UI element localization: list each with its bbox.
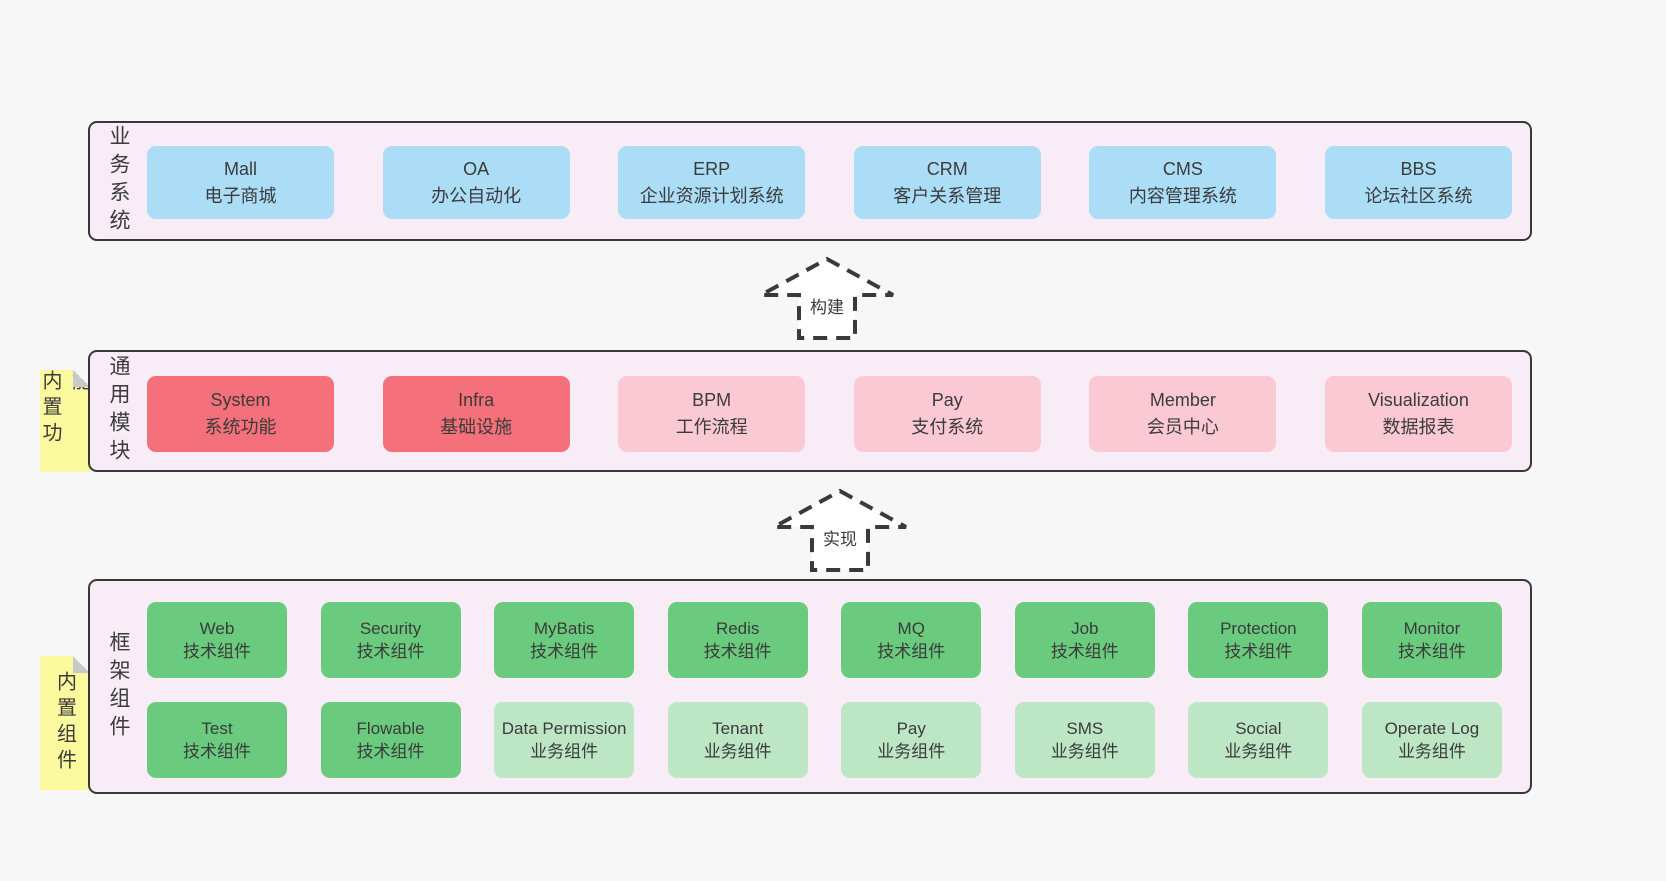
- node-system: System 系统功能: [147, 376, 334, 452]
- node-title: SMS: [1066, 719, 1104, 738]
- node-bbs: BBS 论坛社区系统: [1324, 146, 1512, 219]
- node-flowable: Flowable 技术组件: [320, 702, 461, 778]
- node-title: Pay: [931, 390, 963, 410]
- node-title: Monitor: [1403, 619, 1461, 638]
- node-title: MyBatis: [533, 619, 595, 638]
- node-subtitle: 技术组件: [703, 642, 772, 661]
- builtin-features-note-label: 内置功能: [39, 370, 90, 448]
- framework-components-panel: 框架组件 Web 技术组件 Security 技术组件 MyBatis 技术组件…: [88, 579, 1532, 794]
- node-subtitle: 企业资源计划系统: [639, 185, 784, 206]
- node-subtitle: 技术组件: [356, 642, 425, 661]
- node-subtitle: 内容管理系统: [1128, 185, 1237, 206]
- node-cms: CMS 内容管理系统: [1089, 146, 1277, 219]
- node-tenant: Tenant 业务组件: [667, 702, 808, 778]
- node-redis: Redis 技术组件: [667, 602, 808, 678]
- build-arrow-label: 构建: [807, 293, 847, 318]
- node-oa: OA 办公自动化: [382, 146, 570, 219]
- node-title: BPM: [692, 390, 732, 410]
- node-subtitle: 技术组件: [1050, 642, 1119, 661]
- node-subtitle: 客户关系管理: [893, 185, 1002, 206]
- node-title: Data Permission: [501, 719, 627, 738]
- builtin-components-note: 内置组件: [40, 656, 90, 790]
- node-subtitle: 技术组件: [356, 742, 425, 761]
- common-modules-label: 通用模块: [107, 355, 130, 467]
- node-title: BBS: [1400, 158, 1437, 179]
- node-title: Flowable: [356, 719, 425, 738]
- node-data-permission: Data Permission 业务组件: [494, 702, 635, 778]
- node-title: Tenant: [712, 719, 764, 738]
- node-infra: Infra 基础设施: [382, 376, 570, 452]
- node-title: Protection: [1220, 619, 1297, 638]
- node-title: CRM: [926, 158, 968, 179]
- node-title: OA: [463, 158, 490, 179]
- node-subtitle: 技术组件: [183, 642, 251, 661]
- common-modules-panel: 通用模块 System 系统功能 Infra 基础设施 BPM 工作流程 Pay…: [88, 350, 1532, 472]
- node-pay-module: Pay 支付系统: [853, 376, 1041, 452]
- implement-arrow-label: 实现: [820, 525, 860, 550]
- node-subtitle: 业务组件: [703, 742, 772, 761]
- node-subtitle: 支付系统: [911, 417, 984, 437]
- node-subtitle: 技术组件: [183, 742, 251, 761]
- node-subtitle: 技术组件: [530, 642, 599, 661]
- node-mall: Mall 电子商城: [147, 146, 334, 219]
- node-title: CMS: [1162, 158, 1203, 179]
- node-title: Pay: [896, 719, 926, 738]
- node-title: System: [210, 390, 271, 410]
- node-subtitle: 数据报表: [1382, 417, 1455, 437]
- node-test: Test 技术组件: [147, 702, 287, 778]
- node-subtitle: 办公自动化: [431, 185, 522, 206]
- node-subtitle: 业务组件: [1224, 742, 1293, 761]
- node-subtitle: 业务组件: [1050, 742, 1119, 761]
- node-operate-log: Operate Log 业务组件: [1361, 702, 1502, 778]
- node-subtitle: 会员中心: [1146, 417, 1219, 437]
- node-job: Job 技术组件: [1014, 602, 1155, 678]
- node-title: Infra: [458, 390, 495, 410]
- node-mybatis: MyBatis 技术组件: [494, 602, 635, 678]
- node-subtitle: 工作流程: [675, 417, 748, 437]
- node-subtitle: 业务组件: [1397, 742, 1466, 761]
- node-subtitle: 基础设施: [440, 417, 513, 437]
- build-arrow: 构建: [757, 255, 897, 343]
- implement-arrow: 实现: [770, 487, 910, 575]
- node-mq: MQ 技术组件: [841, 602, 982, 678]
- node-title: ERP: [693, 158, 731, 179]
- builtin-features-note: 内置功能: [40, 370, 90, 472]
- node-title: Social: [1235, 719, 1282, 738]
- node-visualization: Visualization 数据报表: [1324, 376, 1512, 452]
- node-security: Security 技术组件: [320, 602, 461, 678]
- node-title: MQ: [897, 619, 925, 638]
- node-subtitle: 技术组件: [1224, 642, 1293, 661]
- framework-components-label: 框架组件: [107, 630, 130, 743]
- node-erp: ERP 企业资源计划系统: [618, 146, 806, 219]
- node-title: Visualization: [1368, 390, 1469, 410]
- builtin-components-note-label: 内置组件: [53, 671, 76, 775]
- node-title: Redis: [715, 619, 760, 638]
- node-web: Web 技术组件: [147, 602, 287, 678]
- node-pay-component: Pay 业务组件: [841, 702, 982, 778]
- node-title: Member: [1149, 390, 1216, 410]
- node-subtitle: 业务组件: [877, 742, 946, 761]
- node-monitor: Monitor 技术组件: [1361, 602, 1502, 678]
- node-title: Operate Log: [1384, 719, 1480, 738]
- node-subtitle: 技术组件: [877, 642, 946, 661]
- node-subtitle: 业务组件: [530, 742, 599, 761]
- node-title: Test: [201, 719, 233, 738]
- node-member: Member 会员中心: [1089, 376, 1277, 452]
- node-protection: Protection 技术组件: [1188, 602, 1329, 678]
- node-subtitle: 系统功能: [204, 417, 277, 437]
- node-subtitle: 技术组件: [1397, 642, 1466, 661]
- node-title: Web: [199, 619, 235, 638]
- node-title: Security: [359, 619, 422, 638]
- business-systems-panel: 业务系统 Mall 电子商城 OA 办公自动化 ERP 企业资源计划系统 CRM…: [88, 121, 1532, 241]
- business-systems-label: 业务系统: [107, 125, 130, 237]
- node-subtitle: 论坛社区系统: [1364, 185, 1473, 206]
- node-bpm: BPM 工作流程: [618, 376, 806, 452]
- node-social: Social 业务组件: [1188, 702, 1329, 778]
- node-crm: CRM 客户关系管理: [853, 146, 1041, 219]
- node-title: Job: [1071, 619, 1099, 638]
- node-title: Mall: [223, 158, 257, 179]
- node-sms: SMS 业务组件: [1014, 702, 1155, 778]
- node-subtitle: 电子商城: [204, 185, 277, 206]
